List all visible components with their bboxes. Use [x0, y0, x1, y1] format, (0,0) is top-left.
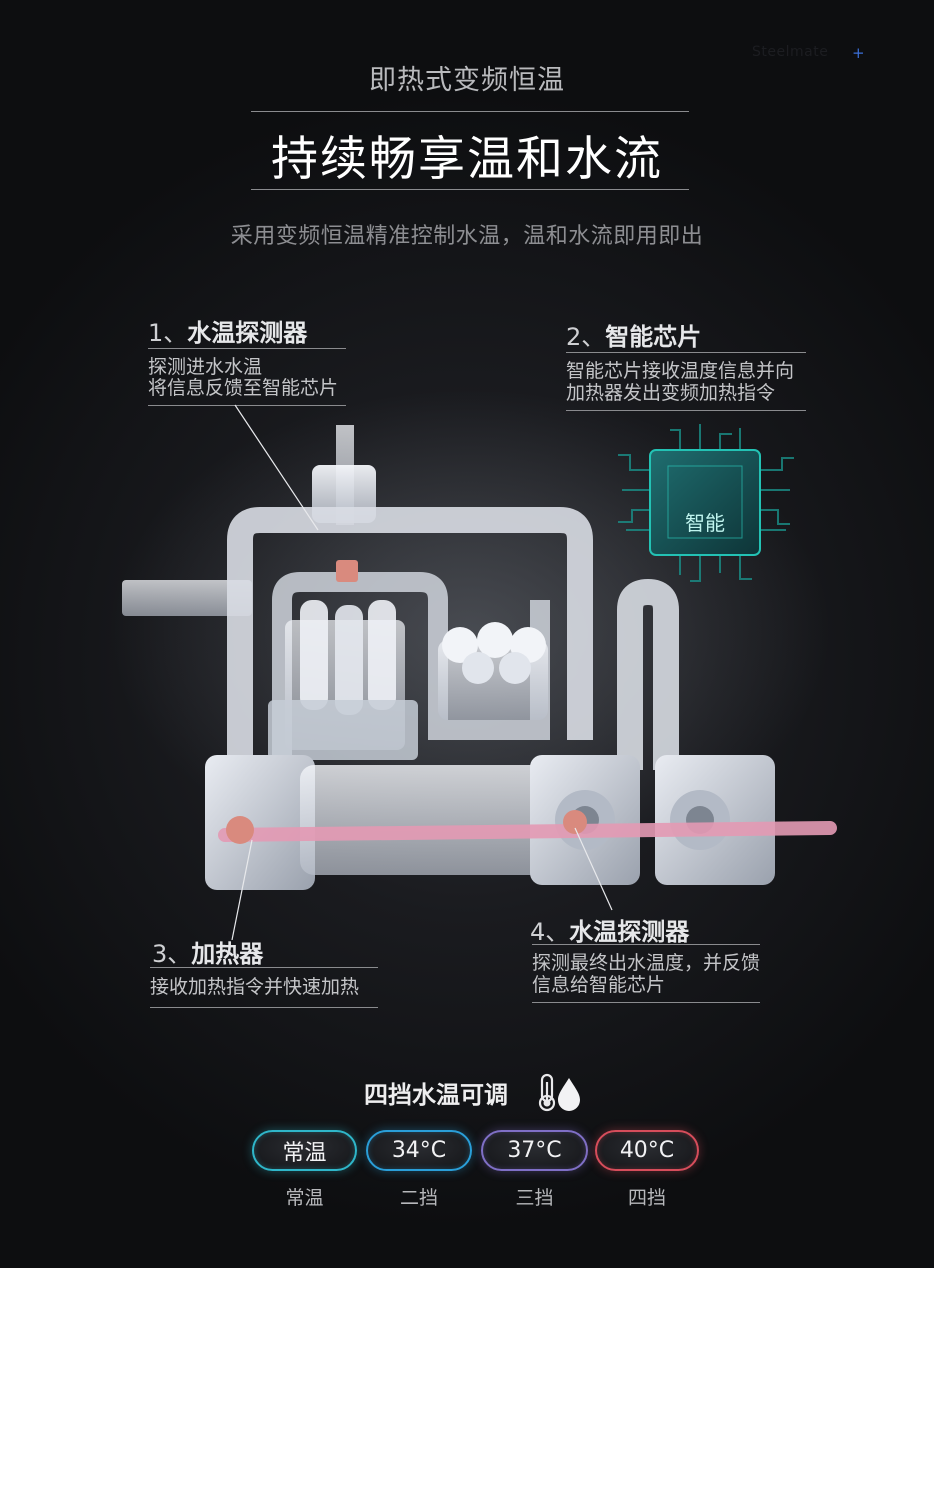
- inlet-sensor-fitting: [336, 560, 358, 582]
- callout-4-desc-line-1: 探测最终出水温度，并反馈: [532, 952, 761, 974]
- temp-level-normal-label: 常温: [285, 1187, 324, 1209]
- callout-3-underline: [150, 967, 378, 968]
- hot-water-line: [218, 821, 837, 842]
- callout-4-heading: 水温探测器: [569, 918, 690, 946]
- callout-1-desc-line-1: 探测进水水温: [148, 356, 263, 378]
- callout-2-underline: [566, 352, 806, 353]
- callout-2-desc-line-2: 加热器发出变频加热指令: [566, 382, 776, 404]
- valve-cluster: [268, 600, 418, 760]
- callout-3-number: 3、: [152, 940, 192, 968]
- brand-plus-icon: +: [852, 44, 865, 62]
- callout-4-title: 4、水温探测器: [530, 912, 689, 947]
- leader-line-4: [574, 827, 613, 911]
- callout-1-bottom-line: [148, 405, 346, 406]
- water-heater-diagram: 智能: [110, 390, 837, 940]
- callout-4-desc-line-2: 信息给智能芯片: [532, 974, 666, 996]
- callout-1-desc-line-2: 将信息反馈至智能芯片: [148, 377, 339, 399]
- inner-pipe-loop: [272, 572, 550, 760]
- product-panel: Steelmate + 即热式变频恒温 持续畅享温和水流 采用变频恒温精准控制水…: [0, 0, 934, 1268]
- temp-level-37[interactable]: 37°C: [481, 1130, 588, 1171]
- thermometer-droplet-icon: [538, 1073, 580, 1112]
- flow-chamber: [438, 622, 548, 720]
- temp-level-34-label: 二挡: [399, 1187, 438, 1209]
- smart-chip-icon: 智能: [618, 424, 794, 582]
- callout-2-number: 2、: [566, 323, 606, 351]
- headline-divider-bottom: [251, 189, 689, 190]
- temp-level-34-value: 34°C: [391, 1138, 447, 1163]
- callout-4-bottom-line: [532, 1002, 760, 1003]
- temp-level-40[interactable]: 40°C: [595, 1130, 699, 1171]
- brand-logo: Steelmate: [752, 44, 829, 60]
- callout-3-heading: 加热器: [191, 940, 264, 968]
- temp-level-40-value: 40°C: [619, 1138, 675, 1163]
- callout-1-underline: [148, 348, 346, 349]
- callout-2-bottom-line: [566, 410, 806, 411]
- callout-2-title: 2、智能芯片: [566, 317, 701, 352]
- callout-3-desc-line-1: 接收加热指令并快速加热: [150, 976, 360, 998]
- callout-2-heading: 智能芯片: [605, 323, 702, 351]
- temp-level-normal-value: 常温: [282, 1140, 327, 1166]
- callout-2-desc-line-1: 智能芯片接收温度信息并向: [566, 360, 795, 382]
- callout-3-bottom-line: [150, 1007, 378, 1008]
- temp-level-37-value: 37°C: [507, 1138, 562, 1163]
- temp-level-37-label: 三挡: [515, 1187, 554, 1209]
- callout-1-title: 1、水温探测器: [148, 313, 307, 348]
- temp-level-40-label: 四挡: [627, 1187, 666, 1209]
- chip-label: 智能: [685, 511, 725, 535]
- callout-3-title: 3、加热器: [152, 934, 263, 969]
- headline-divider-top: [251, 111, 689, 112]
- heater-tube: [205, 755, 775, 890]
- heater-fitting: [226, 816, 254, 844]
- outlet-u-pipe: [617, 578, 679, 770]
- leader-line-1: [234, 404, 319, 531]
- temperature-title: 四挡水温可调: [364, 1081, 508, 1109]
- headline: 持续畅享温和水流: [271, 132, 663, 187]
- temp-level-normal[interactable]: 常温: [252, 1130, 357, 1171]
- eyebrow-title: 即热式变频恒温: [369, 65, 565, 96]
- temp-level-34[interactable]: 34°C: [366, 1130, 472, 1171]
- subtitle: 采用变频恒温精准控制水温，温和水流即用即出: [230, 224, 704, 249]
- callout-1-heading: 水温探测器: [187, 319, 308, 347]
- outer-pipe-loop: [227, 507, 593, 760]
- leader-line-3: [231, 839, 253, 940]
- outlet-sensor-fitting: [563, 810, 587, 834]
- callout-4-underline: [532, 944, 760, 945]
- inlet-pipe: [122, 580, 252, 616]
- callout-4-number: 4、: [530, 918, 570, 946]
- callout-1-number: 1、: [148, 319, 188, 347]
